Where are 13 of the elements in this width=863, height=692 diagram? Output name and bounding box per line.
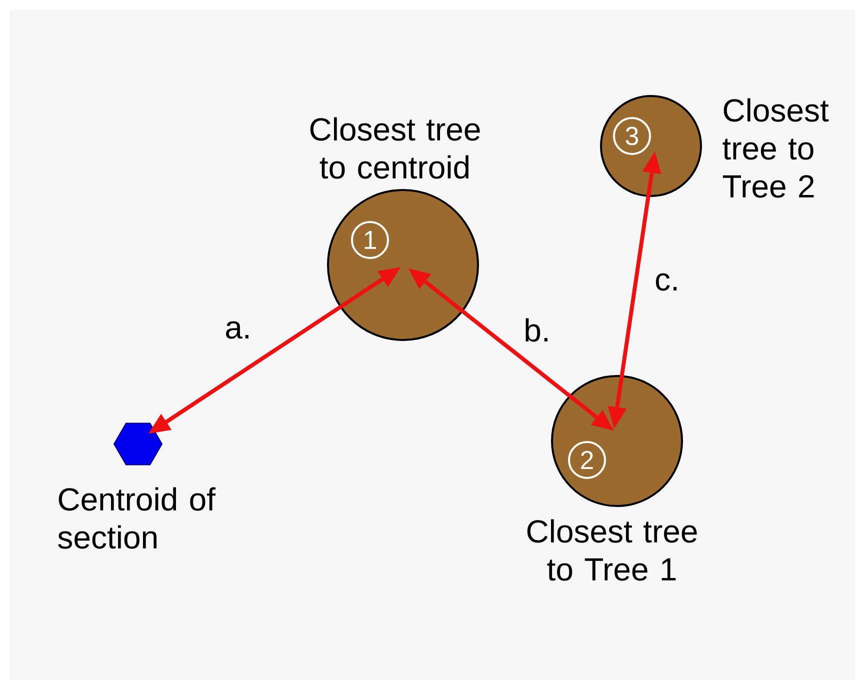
circled-number: 1 (351, 220, 389, 259)
circled-number: 2 (568, 440, 606, 479)
tree-circle (327, 188, 479, 341)
circled-number: 3 (613, 116, 651, 155)
edge-label: c. (656, 273, 677, 291)
node-caption: Closest tree to Tree 1 (527, 519, 697, 581)
node-caption: Centroid of section (58, 487, 216, 549)
edge-label: b. (526, 318, 548, 342)
edge-label: a. (226, 321, 248, 339)
tree-circle (551, 374, 683, 507)
node-caption: Closest tree to centroid (310, 117, 480, 179)
node-caption: Closest tree to Tree 2 (722, 98, 829, 198)
tree-circle (600, 94, 702, 197)
